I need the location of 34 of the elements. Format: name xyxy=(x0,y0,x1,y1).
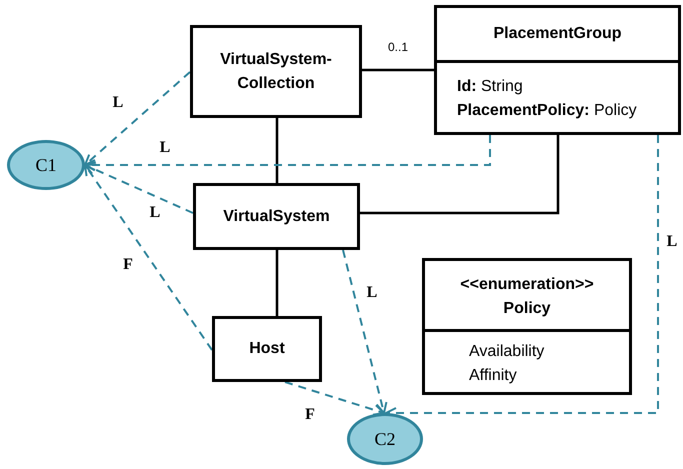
class-name: VirtualSystem xyxy=(223,206,330,226)
constraint-label: C1 xyxy=(35,154,56,176)
class-box xyxy=(434,5,681,135)
class-name: <<enumeration>> xyxy=(459,275,595,295)
class-name: PlacementGroup xyxy=(492,24,623,44)
edge-label: L xyxy=(112,93,124,113)
connector-line xyxy=(360,135,560,214)
class-name: Host xyxy=(249,339,285,359)
edge-label: F xyxy=(305,405,315,425)
attribute-text: Id: String xyxy=(456,77,524,97)
constraint-label: C2 xyxy=(374,428,396,450)
dashed-connector xyxy=(84,135,491,171)
class-box xyxy=(190,25,362,118)
class-name: Policy xyxy=(502,299,552,319)
class-name: VirtualSystem-Collection xyxy=(219,50,333,94)
attribute-text: Affinity xyxy=(468,366,518,386)
edge-label: L xyxy=(366,283,378,303)
dashed-connector xyxy=(84,164,194,214)
connector-line xyxy=(276,250,278,316)
edge-label: L xyxy=(150,203,160,223)
dashed-connector xyxy=(284,381,385,416)
edge-label: L xyxy=(160,138,170,158)
attribute-text: PlacementPolicy: Policy xyxy=(456,101,638,121)
edge-label: F xyxy=(123,255,133,275)
attribute-text: Availability xyxy=(468,342,546,362)
dashed-connector xyxy=(342,250,388,414)
multiplicity-label: 0..1 xyxy=(388,39,408,56)
edge-label: L xyxy=(666,232,678,252)
enumeration-box xyxy=(422,258,632,395)
class-box xyxy=(193,183,360,250)
dashed-connector xyxy=(84,71,191,166)
class-box xyxy=(212,316,322,382)
dashed-connector xyxy=(84,164,213,351)
connector-line xyxy=(362,68,434,72)
